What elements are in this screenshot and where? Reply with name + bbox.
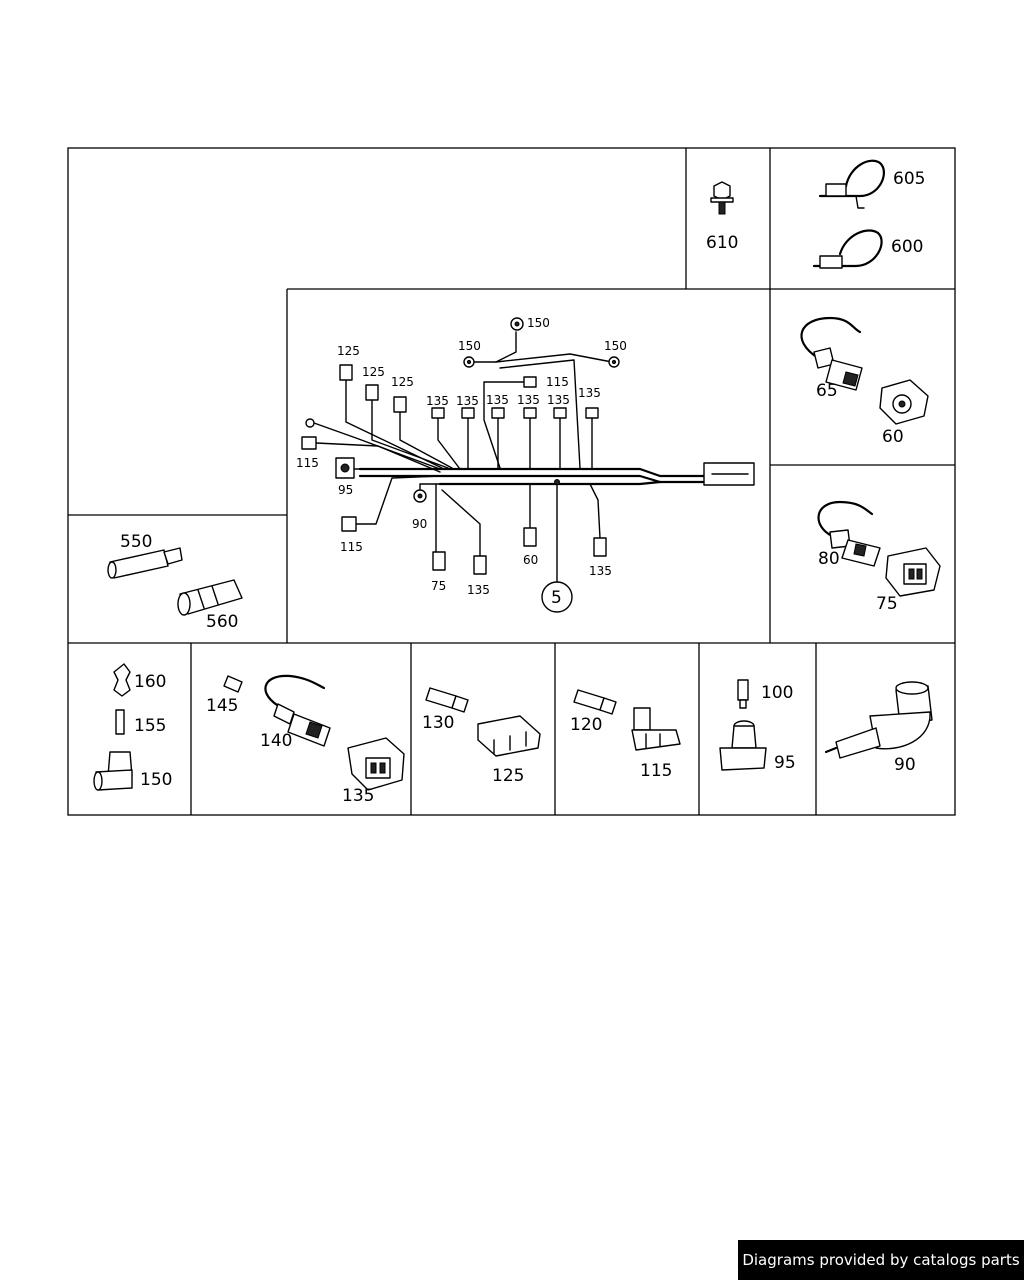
credit-banner: Diagrams provided by catalogs parts xyxy=(738,1240,1024,1280)
connector-75 xyxy=(885,547,941,597)
connector-60 xyxy=(879,379,929,425)
panel-frame xyxy=(67,147,956,816)
seal-145 xyxy=(223,675,243,693)
harness-label-135-3: 135 xyxy=(486,393,509,407)
pin-550 xyxy=(107,547,183,579)
harness-label-135-8: 135 xyxy=(589,564,612,578)
callout-75: 75 xyxy=(876,594,898,614)
harness-callout-5: 5 xyxy=(551,588,562,608)
harness-label-135-7: 135 xyxy=(467,583,490,597)
callout-90: 90 xyxy=(894,755,916,775)
harness-135-row xyxy=(431,407,599,470)
harness-label-125-b: 125 xyxy=(362,365,385,379)
terminal-130 xyxy=(425,687,469,713)
callout-600: 600 xyxy=(891,237,923,257)
callout-560: 560 xyxy=(206,612,238,632)
harness-label-135-2: 135 xyxy=(456,394,479,408)
callout-130: 130 xyxy=(422,713,454,733)
sleeve-560 xyxy=(177,579,243,616)
callout-145: 145 xyxy=(206,696,238,716)
pin-155 xyxy=(115,709,125,735)
callout-120: 120 xyxy=(570,715,602,735)
callout-125: 125 xyxy=(492,766,524,786)
harness-label-125-c: 125 xyxy=(391,375,414,389)
harness-label-125-a: 125 xyxy=(337,344,360,358)
wire-lead-140 xyxy=(264,674,331,747)
bolt-610 xyxy=(710,181,734,215)
callout-100: 100 xyxy=(761,683,793,703)
callout-550: 550 xyxy=(120,532,152,552)
callout-140: 140 xyxy=(260,731,292,751)
wire-lead-80 xyxy=(817,500,881,567)
callout-115: 115 xyxy=(640,761,672,781)
callout-60: 60 xyxy=(882,427,904,447)
callout-95: 95 xyxy=(774,753,796,773)
terminal-120 xyxy=(573,689,617,715)
cable-tie-600 xyxy=(812,229,883,269)
housing-125 xyxy=(477,715,541,757)
callout-610: 610 xyxy=(706,233,738,253)
terminal-100 xyxy=(737,679,749,709)
harness-label-90: 90 xyxy=(412,517,427,531)
main-harness xyxy=(301,317,755,613)
harness-label-115-top: 115 xyxy=(546,375,569,389)
callout-65: 65 xyxy=(816,381,838,401)
callout-160: 160 xyxy=(134,672,166,692)
connector-135 xyxy=(347,737,405,791)
wire-lead-65 xyxy=(800,316,863,391)
cable-tie-605 xyxy=(818,159,886,209)
harness-label-150-left: 150 xyxy=(458,339,481,353)
elbow-connector-150 xyxy=(93,751,133,791)
harness-label-75: 75 xyxy=(431,579,446,593)
harness-label-135-4: 135 xyxy=(517,393,540,407)
housing-115 xyxy=(631,707,681,751)
harness-label-115-lower: 115 xyxy=(340,540,363,554)
callout-150: 150 xyxy=(140,770,172,790)
harness-label-150-right: 150 xyxy=(604,339,627,353)
harness-label-135-6: 135 xyxy=(578,386,601,400)
clip-160 xyxy=(113,663,131,697)
callout-605: 605 xyxy=(893,169,925,189)
callout-80: 80 xyxy=(818,549,840,569)
callout-135: 135 xyxy=(342,786,374,806)
callout-155: 155 xyxy=(134,716,166,736)
angle-connector-90 xyxy=(824,681,933,759)
harness-label-135-1: 135 xyxy=(426,394,449,408)
harness-label-115-left: 115 xyxy=(296,456,319,470)
harness-label-60: 60 xyxy=(523,553,538,567)
harness-label-150-top: 150 xyxy=(527,316,550,330)
harness-label-95: 95 xyxy=(338,483,353,497)
ring-terminal-95 xyxy=(719,720,767,771)
harness-label-135-5: 135 xyxy=(547,393,570,407)
